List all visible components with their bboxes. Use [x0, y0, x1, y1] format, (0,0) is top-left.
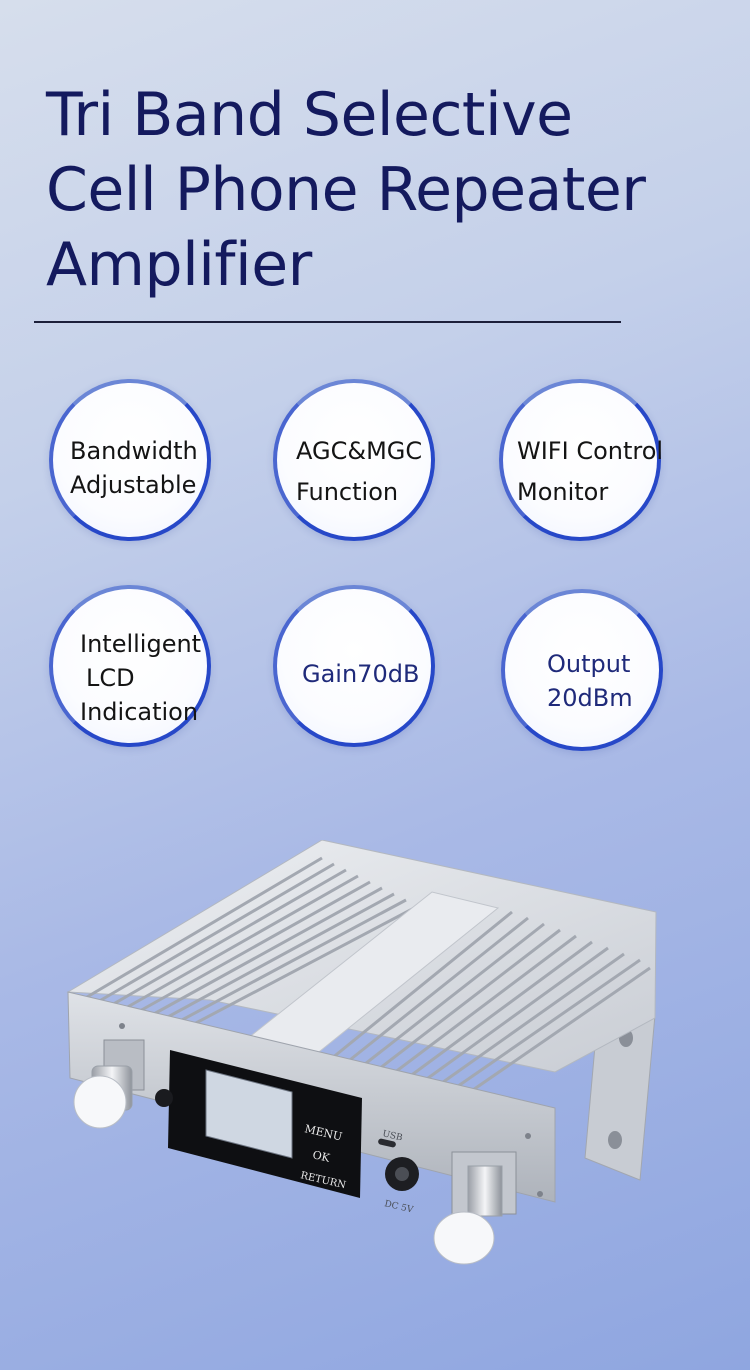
feature-output-20dbm: Output 20dBm: [501, 589, 663, 751]
feature-line: 20dBm: [547, 684, 633, 712]
title-line-2: Cell Phone Repeater: [46, 155, 646, 225]
heat-sink-fins-right: [309, 910, 651, 1105]
dc-label: DC 5V: [383, 1199, 414, 1215]
antenna-connector-right: [433, 1151, 517, 1265]
title-divider: [34, 321, 621, 323]
feature-line: Gain70dB: [302, 660, 420, 688]
title-line-3: Amplifier: [46, 230, 312, 300]
reset-button: [155, 1089, 173, 1107]
heat-sink-fins-left: [81, 856, 419, 1026]
lcd-screen: [205, 1069, 293, 1159]
repeater-device-image: MENU OK RETURN USB DC 5V: [66, 840, 657, 1265]
title-line-1: Tri Band Selective: [46, 80, 573, 150]
feature-line: Intelligent: [80, 630, 202, 658]
page-title: Tri Band Selective Cell Phone Repeater A…: [46, 78, 646, 303]
feature-line: Function: [296, 478, 399, 506]
antenna-connector-left: [73, 1039, 145, 1129]
feature-line: Indication: [80, 698, 199, 726]
feature-bandwidth-adjustable: Bandwidth Adjustable: [49, 379, 211, 541]
feature-line: Adjustable: [70, 471, 197, 499]
feature-line: AGC&MGC: [296, 437, 423, 465]
ok-label: OK: [311, 1148, 331, 1165]
feature-line: WIFI Control: [517, 437, 664, 465]
feature-line: Bandwidth: [70, 437, 198, 465]
feature-agc-mgc-function: AGC&MGC Function: [273, 379, 435, 541]
feature-line: LCD: [86, 664, 135, 692]
feature-gain-70db: Gain70dB: [273, 585, 435, 747]
feature-line: Monitor: [517, 478, 609, 506]
usb-port: [378, 1138, 396, 1148]
feature-line: Output: [547, 650, 631, 678]
feature-intelligent-lcd-indication: Intelligent LCD Indication: [49, 585, 211, 747]
feature-wifi-control-monitor: WIFI Control Monitor: [499, 379, 664, 541]
